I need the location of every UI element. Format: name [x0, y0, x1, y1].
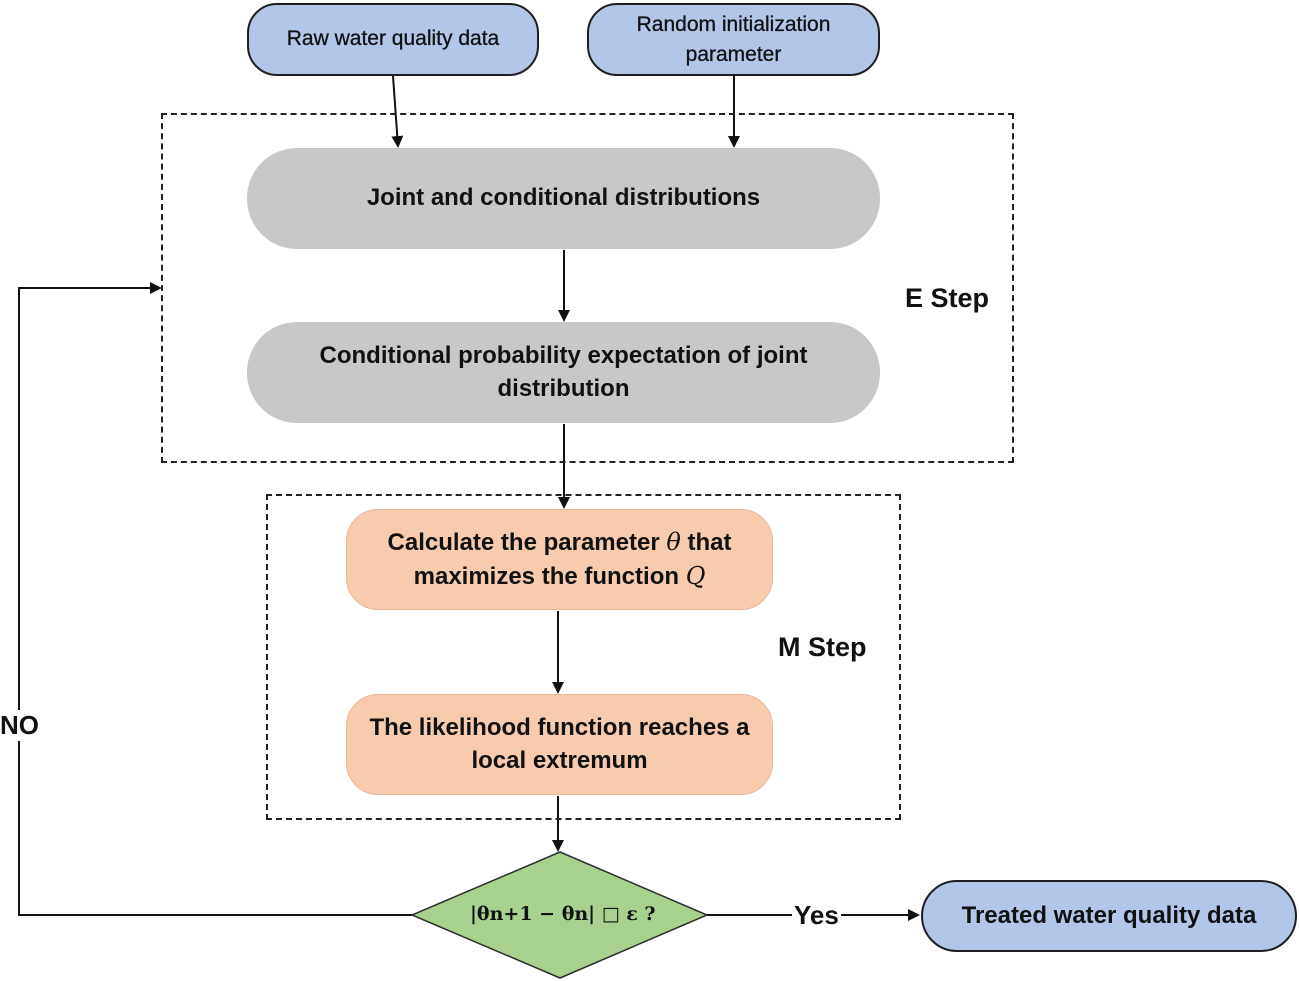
raw-data-label: Raw water quality data	[286, 27, 500, 51]
likelihood-label-line2: local extremum	[471, 746, 648, 774]
no-label: NO	[0, 710, 39, 741]
treated-data-label: Treated water quality data	[961, 901, 1257, 929]
calc-label-line2-pre: maximizes the function	[413, 562, 686, 590]
yes-label: Yes	[792, 900, 841, 931]
calc-label-line2: maximizes the function Q	[414, 560, 706, 593]
e-step-label: E Step	[905, 283, 990, 313]
treated-data-node: Treated water quality data	[921, 880, 1297, 952]
theta-symbol: θ	[666, 528, 681, 557]
expectation-label-line1: Conditional probability expectation of j…	[319, 342, 808, 370]
joint-conditional-node: Joint and conditional distributions	[247, 148, 880, 249]
e-step-region	[161, 113, 1014, 463]
expectation-node: Conditional probability expectation of j…	[247, 322, 880, 423]
calc-parameter-node: Calculate the parameter θ that maximizes…	[346, 509, 773, 610]
random-init-label-line2: parameter	[685, 42, 782, 66]
random-init-node: Random initialization parameter	[587, 3, 880, 76]
m-step-label: M Step	[778, 632, 867, 662]
random-init-label-line1: Random initialization	[636, 13, 831, 37]
arrow-raw-to-joint	[391, 75, 404, 148]
arrow-no-feedback	[18, 282, 412, 916]
decision-diamond	[410, 851, 709, 979]
calc-label-line1: Calculate the parameter θ that	[388, 526, 732, 559]
m-step-region	[266, 494, 901, 820]
convergence-condition: |θn+1 − θn| □ ε ?	[470, 903, 656, 925]
raw-data-node: Raw water quality data	[247, 3, 539, 76]
calc-label-line1-pre: Calculate the parameter	[387, 529, 667, 557]
likelihood-node: The likelihood function reaches a local …	[346, 694, 773, 795]
q-symbol: Q	[685, 561, 706, 590]
calc-label-line1-post: that	[680, 529, 732, 557]
joint-conditional-label: Joint and conditional distributions	[366, 184, 761, 212]
expectation-label-line2: distribution	[497, 374, 630, 402]
likelihood-label-line1: The likelihood function reaches a	[369, 714, 750, 742]
